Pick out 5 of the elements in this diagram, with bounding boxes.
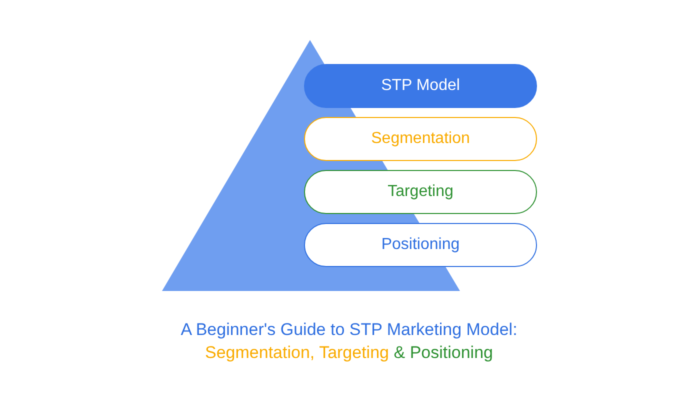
level-pill: Positioning: [304, 223, 537, 267]
level-pill: STP Model: [304, 64, 537, 108]
level-pill: Segmentation: [304, 117, 537, 161]
caption: A Beginner's Guide to STP Marketing Model: Segmentation, Targeting & Positioning: [180, 319, 518, 364]
level-pill: Targeting: [304, 170, 537, 214]
